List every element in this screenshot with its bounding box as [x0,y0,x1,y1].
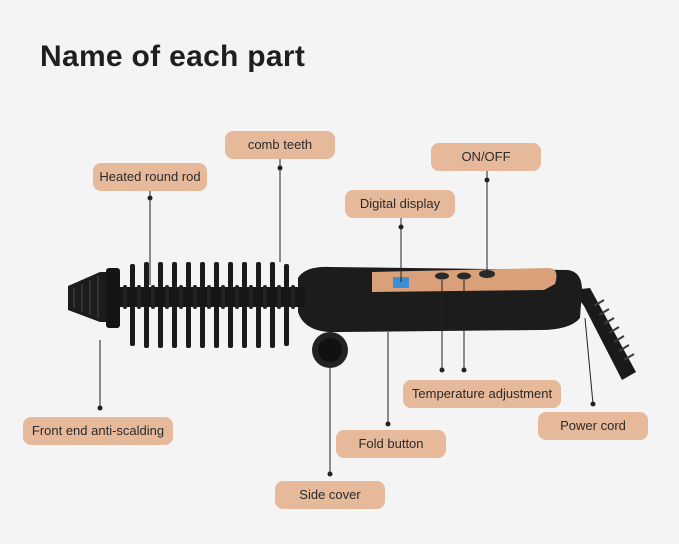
label-power-cord: Power cord [538,412,648,440]
label-on-off: ON/OFF [431,143,541,171]
label-fold-button: Fold button [336,430,446,458]
comb-teeth-top [130,262,289,288]
digital-display-graphic [393,277,409,288]
button-minus-graphic [435,272,449,280]
power-cord-graphic [572,288,636,380]
button-plus-graphic [457,272,471,280]
comb-teeth-middle [123,285,295,309]
curling-brush-illustration [68,262,636,380]
label-side-cover: Side cover [275,481,385,509]
label-comb-teeth: comb teeth [225,131,335,159]
label-digital-display: Digital display [345,190,455,218]
leader-lines [97,159,596,477]
comb-teeth-bottom [130,306,289,348]
label-front-end-anti-scalding: Front end anti-scalding [23,417,173,445]
label-heated-round-rod: Heated round rod [93,163,207,191]
label-temperature-adjustment: Temperature adjustment [403,380,561,408]
page-title: Name of each part [40,40,306,73]
button-power-graphic [479,270,495,278]
